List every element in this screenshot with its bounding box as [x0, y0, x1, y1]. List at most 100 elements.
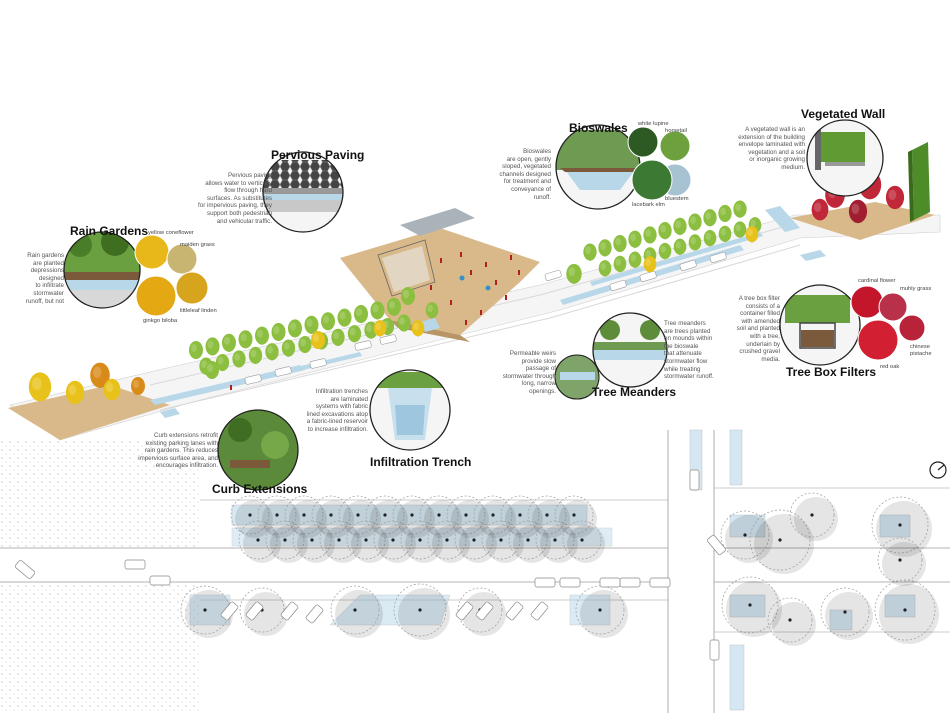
street-tree	[265, 343, 279, 361]
street-tree	[733, 221, 747, 238]
street-tree	[425, 302, 439, 319]
street-tree	[189, 341, 203, 359]
car	[245, 601, 264, 621]
bioswales-detail-circle	[555, 124, 692, 210]
car	[475, 601, 494, 621]
street-tree	[703, 209, 717, 227]
street-tree	[205, 361, 219, 379]
street-tree	[688, 213, 702, 231]
street-tree	[90, 362, 110, 388]
street-tree	[411, 320, 425, 337]
street-tree	[745, 226, 759, 243]
street-tree	[222, 333, 236, 352]
tree-canopy	[393, 583, 450, 640]
street-tree	[131, 377, 145, 395]
street-tree	[628, 251, 642, 268]
plant-label: muhly grass	[900, 286, 932, 292]
infiltration-trench-title: Infiltration Trench	[370, 455, 472, 469]
car	[649, 577, 671, 588]
street-tree	[321, 312, 335, 331]
tree-meanders-title: Tree Meanders	[592, 385, 677, 399]
street-tree	[598, 260, 612, 277]
street-tree	[733, 200, 747, 218]
street-tree	[658, 242, 672, 260]
tree-meanders-detail-circle	[554, 312, 668, 400]
car	[149, 575, 171, 586]
tree-canopy	[575, 585, 628, 638]
plant-label: maiden grass	[180, 242, 215, 248]
street-tree	[643, 226, 657, 244]
curb-extensions-title: Curb Extensions	[212, 482, 308, 496]
street-tree	[232, 350, 246, 368]
street-tree	[583, 243, 597, 261]
rain-gardens-title: Rain Gardens	[70, 224, 149, 238]
street-tree	[248, 346, 263, 364]
tree-canopy	[562, 520, 605, 563]
plant-label: cardinal flower	[858, 278, 896, 284]
vegetated-wall-detail-circle	[806, 119, 884, 197]
street-tree	[718, 225, 732, 242]
car	[689, 469, 700, 491]
tree-canopy	[330, 585, 383, 638]
street-trees	[28, 170, 905, 405]
axonometric-street	[8, 142, 941, 441]
plant-label: ginkgo biloba	[143, 318, 178, 324]
car	[709, 639, 720, 661]
street-tree	[718, 204, 732, 222]
car	[619, 577, 641, 588]
street-tree	[373, 320, 387, 337]
tree-canopy	[720, 510, 773, 563]
street-tree	[331, 328, 345, 346]
plan-view	[0, 429, 950, 713]
pervious-paving-title: Pervious Paving	[271, 148, 365, 162]
street-tree	[354, 305, 368, 323]
tree-box-filters-detail-circle	[779, 284, 926, 366]
street-tree	[673, 238, 687, 255]
plant-label: white lupine	[638, 121, 669, 127]
car	[505, 601, 524, 621]
street-tree	[281, 339, 296, 357]
street-tree	[238, 330, 253, 349]
infiltration-trench-detail-circle	[369, 369, 451, 451]
street-tree	[673, 217, 687, 235]
street-tree	[298, 335, 312, 354]
tree-canopy	[239, 587, 288, 636]
street-tree	[628, 230, 642, 248]
tree-canopy	[554, 495, 597, 538]
car	[559, 577, 581, 588]
street-tree	[103, 378, 121, 401]
tree-canopy	[871, 496, 932, 557]
street-tree	[688, 234, 702, 251]
curb-extensions-detail-circle	[217, 409, 299, 491]
street-tree	[703, 230, 717, 247]
street-tree	[658, 222, 672, 240]
car	[124, 559, 146, 570]
street-tree	[370, 301, 385, 320]
street-tree	[643, 256, 657, 273]
tree-canopy	[820, 587, 873, 640]
street-tree	[401, 287, 415, 305]
street-tree	[613, 255, 627, 272]
street-tree	[387, 297, 401, 316]
car	[14, 560, 36, 579]
plant-label: red oak	[880, 364, 900, 370]
street-tree	[255, 326, 269, 345]
street-tree	[271, 323, 286, 341]
car	[305, 604, 324, 624]
street-tree	[205, 337, 220, 356]
street-tree	[65, 380, 85, 405]
street-tree	[304, 315, 319, 334]
car	[530, 601, 549, 621]
plant-label: lacebark elm	[632, 202, 665, 208]
bioswales-title: Bioswales	[569, 121, 628, 135]
car	[707, 534, 726, 556]
